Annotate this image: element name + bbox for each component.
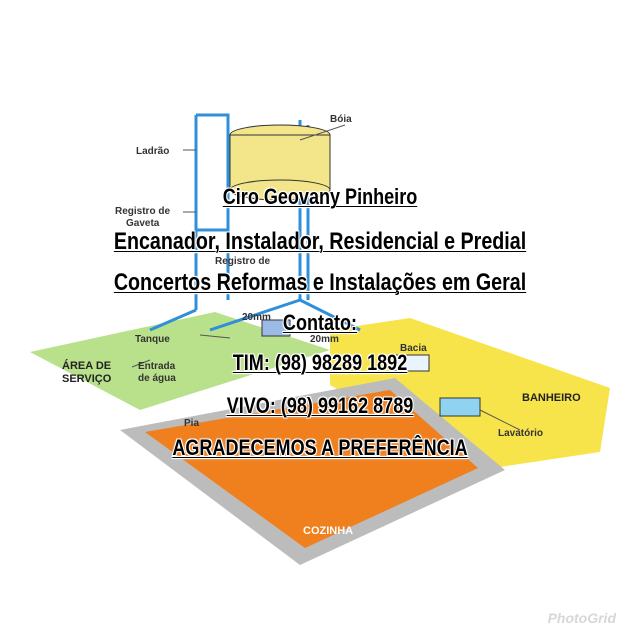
contact-label: Contato:: [282, 310, 358, 335]
label-area-servico-1: ÁREA DE: [62, 359, 111, 372]
label-lavatorio: Lavatório: [498, 428, 543, 439]
label-20mm-a: 20mm: [242, 312, 271, 323]
label-boia: Bóia: [330, 114, 352, 125]
label-pia: Pia: [184, 418, 199, 429]
label-entrada-agua-2: de água: [138, 373, 176, 384]
basin-fixture: [394, 354, 430, 372]
services-line-2: Concertos Reformas e Instalações em Gera…: [113, 269, 527, 296]
phone-vivo: VIVO: (98) 99162 8789: [226, 393, 414, 418]
label-cozinha: COZINHA: [303, 525, 353, 537]
label-bacia: Bacia: [400, 343, 427, 354]
label-registro-de: Registro de: [215, 256, 270, 267]
label-mm: mm: [372, 282, 390, 293]
label-ladrao: Ladrão: [136, 146, 169, 157]
label-20mm-b: 20mm: [310, 334, 339, 345]
water-tank: [229, 124, 331, 201]
label-banheiro: BANHEIRO: [522, 392, 581, 404]
thanks-message: AGRADECEMOS A PREFERÊNCIA: [172, 435, 468, 460]
kitchen-floor: [145, 390, 478, 548]
tank-fixture: [261, 319, 291, 337]
service-area-floor: [30, 312, 330, 410]
label-tanque: Tanque: [135, 334, 170, 345]
sink-fixture: [439, 397, 481, 417]
services-line-1: Encanador, Instalador, Residencial e Pre…: [113, 228, 527, 255]
business-name: Ciro Geovany Pinheiro: [222, 184, 418, 209]
photogrid-watermark: PhotoGrid: [547, 610, 616, 626]
label-registro-gaveta-1: Registro de: [115, 206, 170, 217]
phone-tim: TIM: (98) 98289 1892: [232, 350, 408, 375]
label-entrada-agua-1: Entrada: [138, 361, 176, 372]
label-registro-gaveta-2: Gaveta: [126, 218, 160, 229]
leader-lines: [131, 124, 521, 431]
label-area-servico-2: SERVIÇO: [62, 373, 112, 385]
